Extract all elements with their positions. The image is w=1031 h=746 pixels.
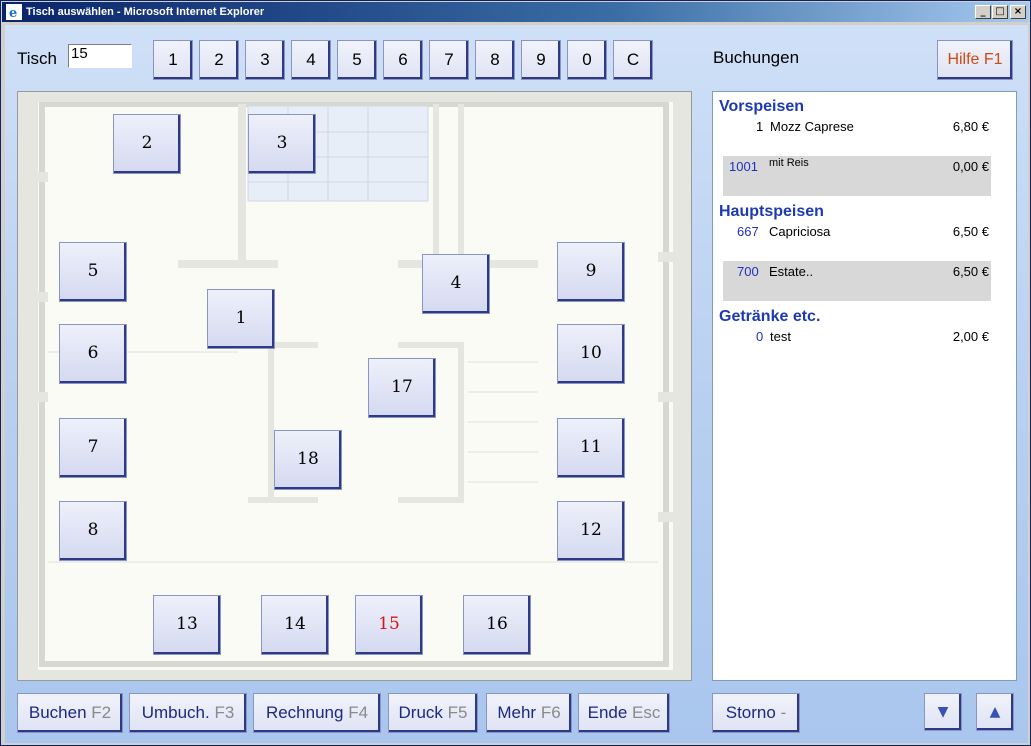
ende-button[interactable]: Ende Esc bbox=[578, 693, 670, 733]
booking-row[interactable]: 700 Estate.. 6,50 € bbox=[723, 261, 991, 301]
button-label: Umbuch. bbox=[141, 703, 210, 722]
shortcut-key: F2 bbox=[91, 703, 112, 722]
keypad-button-5[interactable]: 5 bbox=[337, 40, 377, 80]
tisch-label: Tisch bbox=[17, 49, 57, 68]
table-button[interactable]: 12 bbox=[557, 501, 625, 561]
booking-item-name: Mozz Caprese bbox=[770, 119, 854, 134]
window-title: Tisch auswählen - Microsoft Internet Exp… bbox=[26, 6, 265, 18]
umbuchen-button[interactable]: Umbuch. F3 bbox=[129, 693, 247, 733]
keypad-button-8[interactable]: 8 bbox=[475, 40, 515, 80]
buchen-button[interactable]: Buchen F2 bbox=[17, 693, 123, 733]
booking-price: 6,50 € bbox=[952, 264, 989, 279]
keypad-button-1[interactable]: 1 bbox=[153, 40, 193, 80]
table-button[interactable]: 5 bbox=[59, 242, 127, 302]
table-button[interactable]: 9 bbox=[557, 242, 625, 302]
keypad-button-4[interactable]: 4 bbox=[291, 40, 331, 80]
keypad-button-6[interactable]: 6 bbox=[383, 40, 423, 80]
category-title: Vorspeisen bbox=[719, 98, 805, 115]
scroll-down-button[interactable]: ▼ bbox=[924, 693, 962, 731]
help-button[interactable]: Hilfe F1 bbox=[937, 40, 1013, 80]
maximize-button[interactable]: □ bbox=[992, 5, 1008, 19]
storno-button[interactable]: Storno - bbox=[712, 693, 800, 733]
keypad-button-7[interactable]: 7 bbox=[429, 40, 469, 80]
booking-price: 6,50 € bbox=[952, 224, 989, 239]
booking-row[interactable]: 0 test 2,00 € bbox=[723, 326, 991, 366]
table-button[interactable]: 18 bbox=[274, 430, 342, 490]
booking-item-name: Capriciosa bbox=[769, 224, 831, 239]
category-title: Getränke etc. bbox=[719, 308, 821, 325]
rechnung-button[interactable]: Rechnung F4 bbox=[253, 693, 381, 733]
category-title: Hauptspeisen bbox=[719, 203, 824, 220]
table-button[interactable]: 16 bbox=[463, 595, 531, 655]
table-button[interactable]: 7 bbox=[59, 418, 127, 478]
shortcut-key: - bbox=[780, 703, 787, 722]
shortcut-key: F4 bbox=[348, 703, 369, 722]
booking-item-name: Estate.. bbox=[769, 264, 814, 279]
shortcut-key: Esc bbox=[632, 703, 661, 722]
button-label: Buchen bbox=[28, 703, 87, 722]
minimize-button[interactable]: _ bbox=[975, 5, 991, 19]
keypad-button-9[interactable]: 9 bbox=[521, 40, 561, 80]
booking-row[interactable]: 1001 mit Reis 0,00 € bbox=[723, 156, 991, 196]
booking-qty: 700 bbox=[737, 264, 759, 279]
table-button[interactable]: 10 bbox=[557, 324, 625, 384]
booking-qty: 0 bbox=[756, 329, 764, 344]
keypad-button-0[interactable]: 0 bbox=[567, 40, 607, 80]
shortcut-key: F6 bbox=[540, 703, 561, 722]
button-label: Mehr bbox=[497, 703, 537, 722]
table-button-selected[interactable]: 15 bbox=[355, 595, 423, 655]
internet-explorer-icon: e bbox=[6, 4, 22, 20]
keypad-button-2[interactable]: 2 bbox=[199, 40, 239, 80]
booking-row[interactable]: 1 Mozz Caprese 6,80 € bbox=[723, 116, 991, 156]
table-button[interactable]: 11 bbox=[557, 418, 625, 478]
table-button[interactable]: 6 bbox=[59, 324, 127, 384]
table-button[interactable]: 8 bbox=[59, 501, 127, 561]
booking-price: 6,80 € bbox=[952, 119, 989, 134]
table-button[interactable]: 14 bbox=[261, 595, 329, 655]
shortcut-key: F3 bbox=[214, 703, 235, 722]
button-label: Druck bbox=[398, 703, 443, 722]
booking-item-name: mit Reis bbox=[769, 157, 809, 169]
floor-plan-walls bbox=[18, 92, 691, 680]
table-button[interactable]: 4 bbox=[422, 254, 490, 314]
button-label: Ende bbox=[587, 703, 628, 722]
table-button[interactable]: 1 bbox=[207, 289, 275, 349]
scroll-up-button[interactable]: ▲ bbox=[976, 693, 1014, 731]
floor-plan: 2 3 5 1 4 9 6 10 17 7 18 11 8 12 13 14 1… bbox=[17, 91, 692, 681]
table-button[interactable]: 2 bbox=[113, 114, 181, 174]
tisch-number-input[interactable]: 15 bbox=[68, 44, 132, 68]
booking-qty: 667 bbox=[737, 224, 759, 239]
buchungen-heading: Buchungen bbox=[713, 48, 800, 67]
booking-qty: 1 bbox=[756, 119, 764, 134]
app-client-area: Tisch 15 1 2 3 4 5 6 7 8 9 0 C Buchungen… bbox=[5, 25, 1028, 743]
booking-price: 2,00 € bbox=[952, 329, 989, 344]
table-button[interactable]: 3 bbox=[248, 114, 316, 174]
keypad-button-clear[interactable]: C bbox=[613, 40, 653, 80]
table-button[interactable]: 17 bbox=[368, 358, 436, 418]
booking-item-name: test bbox=[770, 329, 791, 344]
table-button[interactable]: 13 bbox=[153, 595, 221, 655]
bookings-panel: Vorspeisen 1 Mozz Caprese 6,80 € 1001 mi… bbox=[712, 91, 1017, 681]
shortcut-key: F5 bbox=[447, 703, 468, 722]
booking-qty: 1001 bbox=[729, 159, 758, 174]
title-bar: e Tisch auswählen - Microsoft Internet E… bbox=[2, 2, 1029, 22]
druck-button[interactable]: Druck F5 bbox=[388, 693, 478, 733]
close-button[interactable]: × bbox=[1010, 5, 1026, 19]
button-label: Rechnung bbox=[265, 703, 344, 722]
booking-price: 0,00 € bbox=[952, 159, 989, 174]
svg-text:e: e bbox=[9, 6, 17, 20]
keypad-button-3[interactable]: 3 bbox=[245, 40, 285, 80]
mehr-button[interactable]: Mehr F6 bbox=[486, 693, 572, 733]
booking-row[interactable]: 667 Capriciosa 6,50 € bbox=[723, 221, 991, 261]
button-label: Storno bbox=[725, 703, 776, 722]
